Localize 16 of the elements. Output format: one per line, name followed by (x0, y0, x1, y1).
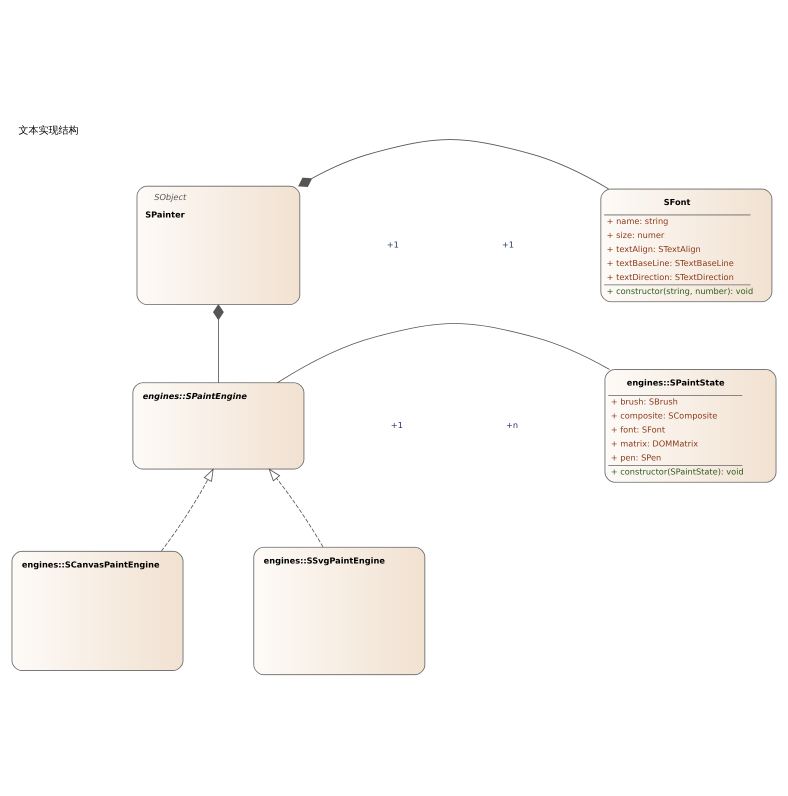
connector (212, 304, 224, 382)
connector (298, 138, 609, 189)
label: +1 (390, 419, 403, 430)
label: +1 (386, 238, 399, 249)
node-box: SObject SPainter (136, 185, 300, 305)
diagram-title: 文本实现结构 (18, 124, 79, 136)
arrow (268, 468, 324, 547)
node-box: engines::SCanvasPaintEngine (12, 550, 184, 670)
connector (277, 322, 610, 383)
node-box: SFont + name: string + size: numer + textAlign: STextAlign + textBaseLine: STextBaseLine + textDirection: STextDirection + constructor(string, number): void (600, 188, 772, 302)
node-box: engines::SPaintEngine (132, 382, 304, 469)
arrow (160, 468, 214, 552)
node-box: engines::SSvgPaintEngine (253, 546, 426, 675)
node-box: engines::SPaintState + brush: SBrush + composite: SComposite + font: SFont + matrix: DOMMatrix + pen: SPen + constructor(SPaintState): void (604, 368, 776, 482)
label: +n (506, 419, 518, 430)
label: +1 (502, 238, 514, 249)
